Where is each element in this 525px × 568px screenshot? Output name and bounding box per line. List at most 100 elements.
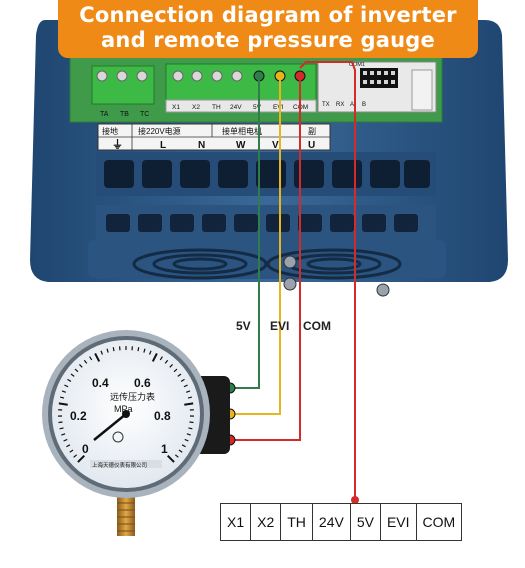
gauge-tick	[149, 350, 152, 355]
wire-label-evi: EVI	[270, 319, 290, 333]
power-letter-w: W	[236, 140, 246, 151]
gauge-tick	[69, 449, 74, 453]
comm-header	[360, 68, 398, 88]
screw-a	[283, 255, 297, 269]
port-label-tx: TX	[322, 102, 330, 108]
gauge-tick	[58, 421, 63, 424]
gauge-tick	[167, 455, 175, 463]
gauge-tick	[189, 421, 194, 424]
port-label-a: A	[350, 102, 354, 108]
terminal-table: X1 X2 TH 24V 5V EVI COM	[219, 503, 463, 541]
gauge-tick	[74, 368, 79, 373]
pressure-gauge: 0 0.2 0.4 0.6 0.8 1 远传压力表 MPa 上海天德仪表有限公司	[42, 330, 230, 536]
gauge-tick	[173, 368, 178, 373]
gauge-needle	[93, 413, 127, 441]
inverter: TA TB TC X1 X2 TH 24V 5V EVI COM COM1	[30, 20, 508, 297]
gauge-tick	[164, 359, 169, 364]
gauge-tick	[137, 347, 140, 352]
gauge-ticks	[58, 346, 194, 463]
gauge-tick	[174, 454, 179, 458]
gauge-tick	[64, 384, 69, 388]
wire-evi	[230, 78, 281, 415]
gauge-tick	[184, 438, 189, 442]
terminal-x1: X1	[219, 503, 252, 541]
terminal-24v: 24V	[311, 503, 351, 541]
gauge-maker-plate	[90, 460, 162, 468]
ctl-label-x2: X2	[192, 104, 200, 111]
gauge-tick	[181, 444, 186, 448]
title-banner	[58, 0, 478, 58]
power-label-aux: 副	[308, 127, 316, 136]
gauge-tick	[112, 347, 115, 352]
ground-symbol: ⏚	[112, 138, 123, 151]
ctl-label-x1: X1	[172, 104, 180, 111]
gauge-tick	[187, 396, 193, 399]
gauge-tick	[59, 427, 64, 430]
gauge-cert-mark	[112, 431, 124, 443]
power-label-220v: 接220V电源	[138, 126, 181, 136]
gauge-pivot	[122, 410, 130, 418]
gauge-tick	[169, 364, 173, 368]
gauge-tick	[61, 433, 66, 436]
relay-label-tc: TC	[140, 111, 149, 118]
terminal-5v: 5V	[349, 503, 381, 541]
gauge-tick	[66, 444, 71, 448]
gauge-unit: MPa	[114, 404, 133, 414]
gauge-tick	[143, 348, 146, 353]
terminal-th: TH	[280, 503, 313, 541]
com-label: COM1	[349, 62, 365, 68]
screw-b	[283, 277, 297, 291]
gauge-tick	[77, 455, 85, 463]
lower-vent-slots	[106, 214, 418, 232]
title-line-2: and remote pressure gauge	[101, 28, 435, 52]
relay-label-ta: TA	[100, 111, 109, 118]
gauge-tick	[184, 402, 194, 406]
power-terminal-slots	[104, 160, 430, 188]
gauge-tick	[61, 390, 66, 393]
gauge-tick	[106, 348, 109, 353]
gauge-tick	[177, 373, 182, 377]
terminal-x2: X2	[250, 503, 282, 541]
gauge-maker: 上海天德仪表有限公司	[92, 461, 147, 469]
gauge-scale-0-4: 0.4	[92, 376, 109, 390]
wire-5v	[230, 78, 260, 389]
terminal-com: COM	[415, 503, 463, 541]
gauge-tick	[151, 352, 158, 362]
gauge-tick	[83, 359, 88, 364]
wire-com	[230, 78, 301, 441]
gauge-tick	[89, 356, 93, 361]
power-letter-u: U	[308, 140, 315, 151]
ctl-label-evi: EVI	[273, 104, 284, 111]
terminal-row: X1 X2 TH 24V 5V EVI COM	[219, 503, 463, 541]
gauge-scale-0-6: 0.6	[134, 376, 151, 390]
port-label-b: B	[362, 102, 366, 108]
relay-label-tb: TB	[120, 111, 129, 118]
ctl-label-5v: 5V	[253, 104, 262, 111]
gauge-name: 远传压力表	[110, 391, 155, 402]
port-label-rx: RX	[336, 102, 344, 108]
gauge-tick	[59, 396, 65, 399]
power-label-motor: 接单相电机	[222, 126, 262, 136]
wire-label-5v: 5V	[236, 319, 251, 333]
gauge-tick	[188, 427, 193, 430]
title-text: Connection diagram of inverter and remot…	[58, 3, 478, 53]
gauge-tick	[70, 373, 75, 377]
screw-c	[376, 283, 390, 297]
title-line-1: Connection diagram of inverter	[79, 3, 457, 27]
power-label-ground: 接地	[102, 126, 118, 136]
wires	[230, 61, 356, 500]
gauge-scale-0: 0	[82, 442, 89, 456]
gauge-tick	[67, 378, 72, 382]
gauge-tick	[63, 438, 68, 442]
gauge-tick	[94, 352, 101, 362]
ctl-label-th: TH	[212, 104, 221, 111]
gauge-tick	[79, 364, 83, 368]
gauge-tick	[186, 390, 191, 393]
power-letter-v: V	[272, 140, 279, 151]
terminal-24v-dot	[351, 496, 359, 504]
wire-label-com: COM	[303, 319, 331, 333]
power-letter-n: N	[198, 140, 205, 151]
gauge-tick	[73, 454, 78, 458]
